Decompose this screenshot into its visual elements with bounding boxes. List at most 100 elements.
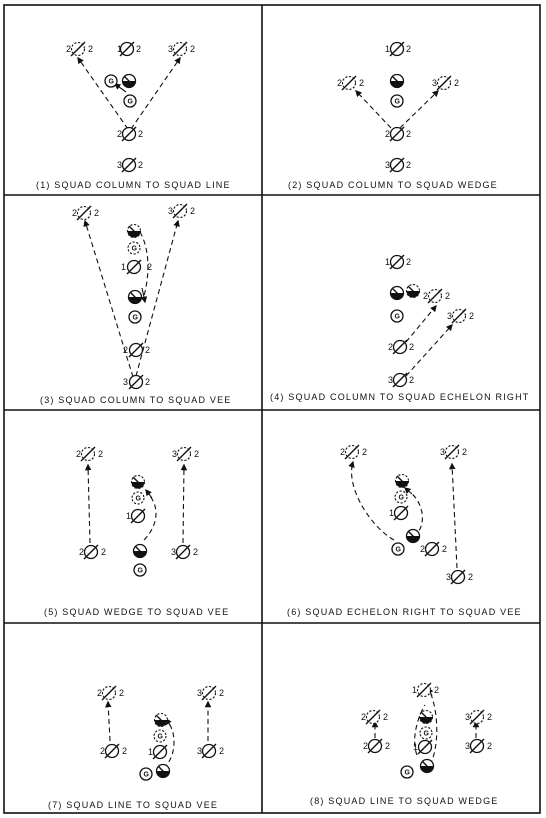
symbol-label: 2 — [138, 160, 143, 170]
caption-6: (6) SQUAD ECHELON RIGHT TO SQUAD VEE — [287, 607, 522, 617]
p6-team1 — [393, 505, 409, 521]
symbol-label: 2 — [469, 311, 474, 321]
symbol-label: G — [399, 495, 405, 502]
symbol-label: 2 — [190, 206, 195, 216]
p1-team3-end — [172, 41, 188, 57]
symbol-label: 2 — [406, 129, 411, 139]
symbol-label: 2 — [363, 741, 368, 751]
symbol-label: 2 — [145, 377, 150, 387]
symbol-label: 2 — [406, 160, 411, 170]
symbol-label: G — [395, 314, 401, 321]
symbol-label: G — [136, 496, 142, 503]
symbol-label: 2 — [423, 291, 428, 301]
symbol-label: 2 — [362, 447, 367, 457]
p4-leader-end — [405, 283, 421, 299]
p6-leader — [405, 528, 421, 544]
symbol-label: G — [144, 772, 150, 779]
p2-team2 — [389, 126, 405, 142]
symbol-label: G — [132, 246, 138, 253]
symbol-label: 2 — [193, 547, 198, 557]
symbol-label: G — [396, 547, 402, 554]
symbol-label: 3 — [385, 160, 390, 170]
p5-team3 — [175, 544, 191, 560]
symbol-label: 2 — [76, 449, 81, 459]
symbol-label: 2 — [138, 129, 143, 139]
symbol-label: 2 — [361, 712, 366, 722]
symbol-label: 2 — [147, 262, 152, 272]
symbol-label: 2 — [385, 741, 390, 751]
p1-grenadier-1: G — [104, 74, 118, 88]
symbol-label: 2 — [117, 129, 122, 139]
symbol-label: 2 — [487, 712, 492, 722]
p7-leader — [155, 763, 171, 779]
symbol-label: 2 — [388, 342, 393, 352]
caption-2: (2) SQUAD COLUMN TO SQUAD WEDGE — [288, 180, 498, 190]
p3-team1 — [126, 259, 142, 275]
symbol-label: 1 — [126, 511, 131, 521]
caption-5: (5) SQUAD WEDGE TO SQUAD VEE — [44, 607, 229, 617]
symbol-label: 1 — [413, 742, 418, 752]
p4-grenadier: G — [390, 309, 404, 323]
p3-team2-end — [76, 205, 92, 221]
p7-grenadier-end: G — [153, 729, 167, 743]
symbol-label: 1 — [117, 44, 122, 54]
symbol-label: G — [128, 99, 134, 106]
p4-team3 — [392, 372, 408, 388]
p7-team2-end — [101, 685, 117, 701]
p6-grenadier-end: G — [394, 490, 408, 504]
p4-team2-end — [427, 288, 443, 304]
symbol-label: 2 — [383, 712, 388, 722]
symbol-label: 2 — [88, 44, 93, 54]
symbol-label: 2 — [406, 257, 411, 267]
p1-team2-end — [70, 41, 86, 57]
p7-team3-end — [201, 685, 217, 701]
symbol-label: 3 — [168, 44, 173, 54]
caption-4: (4) SQUAD COLUMN TO SQUAD ECHELON RIGHT — [270, 392, 530, 402]
p4-leader — [389, 285, 405, 301]
caption-3: (3) SQUAD COLUMN TO SQUAD VEE — [40, 395, 232, 405]
symbol-label: 3 — [172, 449, 177, 459]
symbol-label: 2 — [337, 78, 342, 88]
p5-team2-end — [80, 446, 96, 462]
symbol-label: 2 — [123, 345, 128, 355]
p8-leader-end — [418, 709, 434, 725]
p6-team3 — [450, 569, 466, 585]
symbol-label: G — [138, 568, 144, 575]
symbol-label: 2 — [145, 345, 150, 355]
symbol-label: 2 — [136, 44, 141, 54]
p5-team3-end — [176, 446, 192, 462]
symbol-label: 2 — [462, 447, 467, 457]
symbol-label: 3 — [440, 447, 445, 457]
p1-grenadier-2: G — [123, 94, 137, 108]
symbol-label: 1 — [389, 508, 394, 518]
p3-leader-end — [126, 223, 142, 239]
caption-8: (8) SQUAD LINE TO SQUAD WEDGE — [310, 796, 499, 806]
symbol-label: 2 — [340, 447, 345, 457]
symbol-label: G — [133, 315, 139, 322]
p8-grenadier-end: G — [419, 726, 433, 740]
p6-team2 — [424, 541, 440, 557]
p8-grenadier: G — [400, 765, 414, 779]
symbol-label: G — [424, 731, 430, 738]
symbol-label: 2 — [98, 449, 103, 459]
symbol-label: 2 — [79, 547, 84, 557]
p2-leader — [389, 73, 405, 89]
symbol-label: 3 — [447, 311, 452, 321]
symbol-label: G — [405, 770, 411, 777]
p6-leader-end — [394, 473, 410, 489]
symbol-label: 2 — [409, 375, 414, 385]
p5-leader-end — [130, 474, 146, 490]
p7-leader-end — [153, 712, 169, 728]
p7-team2 — [104, 743, 120, 759]
symbol-label: 2 — [442, 544, 447, 554]
symbol-label: 3 — [446, 572, 451, 582]
symbol-label: 2 — [194, 449, 199, 459]
p5-team2 — [83, 544, 99, 560]
symbol-label: 1 — [121, 262, 126, 272]
p2-team2-end — [341, 75, 357, 91]
p5-team1 — [130, 508, 146, 524]
